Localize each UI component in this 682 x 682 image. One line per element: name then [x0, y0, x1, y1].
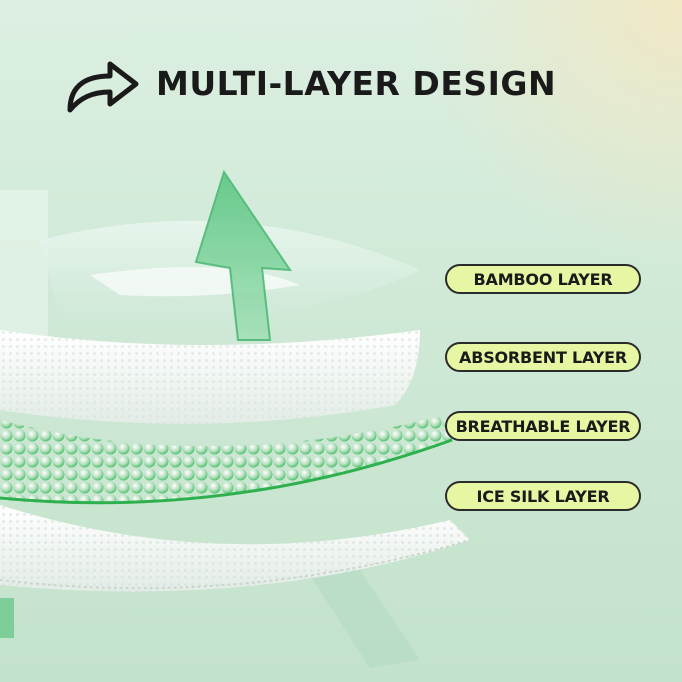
page-title: MULTI-LAYER DESIGN	[156, 63, 557, 103]
bamboo-layer-label: BAMBOO LAYER	[445, 264, 641, 294]
bottom-strip	[300, 560, 420, 668]
curved-arrow-icon	[67, 61, 139, 113]
breathable-layer-label: BREATHABLE LAYER	[445, 411, 641, 441]
ice-silk-layer-label: ICE SILK LAYER	[445, 481, 641, 511]
airflow-arrow-icon	[194, 169, 292, 341]
header: MULTI-LAYER DESIGN	[64, 48, 556, 118]
corner-tab	[0, 598, 14, 638]
breathable-sheet	[0, 415, 452, 504]
absorbent-layer-label: ABSORBENT LAYER	[445, 342, 641, 372]
